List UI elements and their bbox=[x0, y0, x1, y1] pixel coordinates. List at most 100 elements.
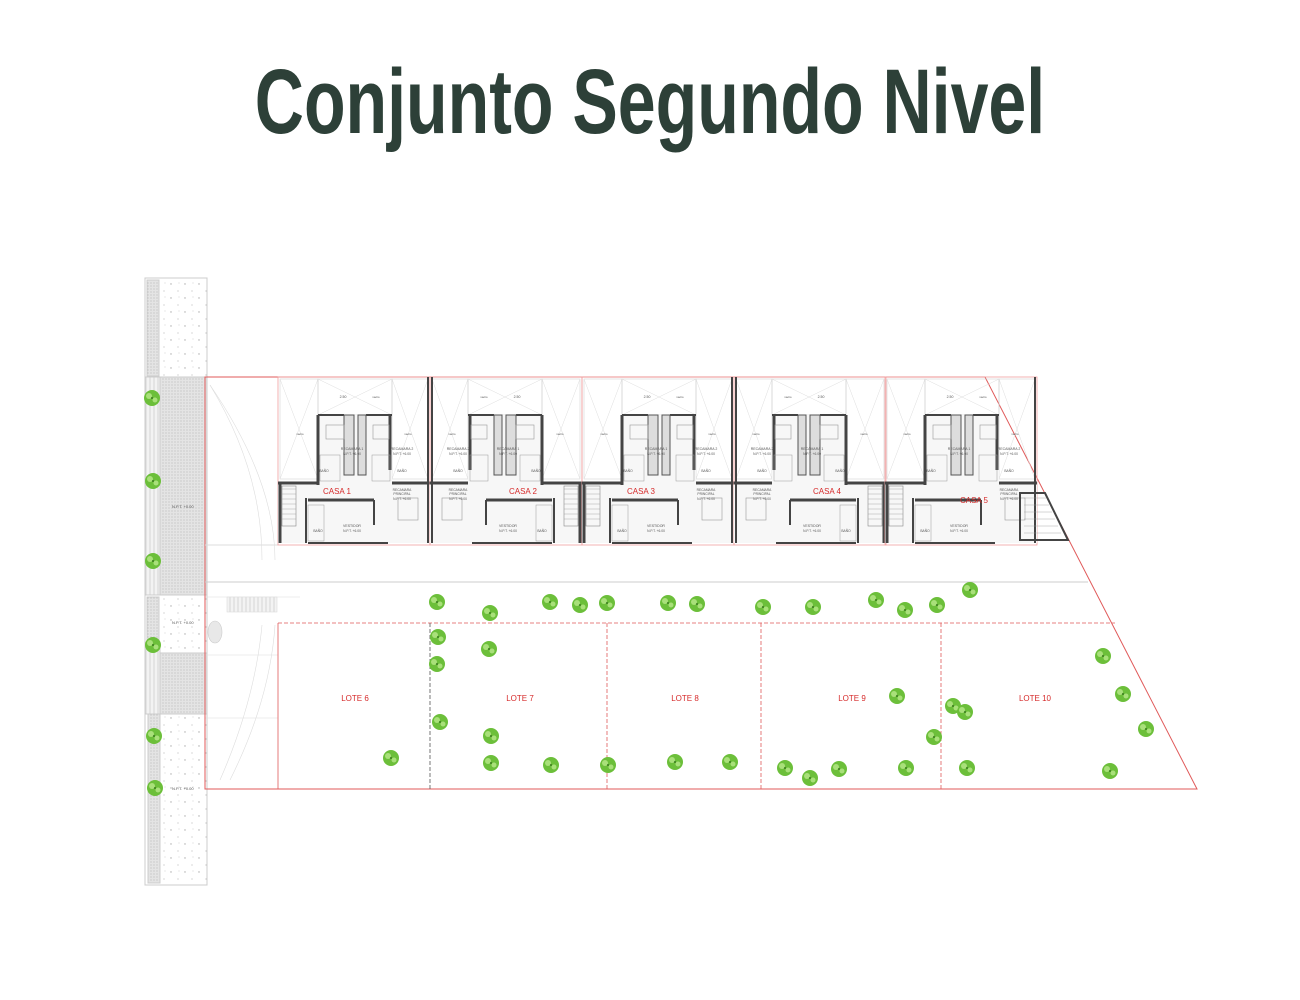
tree-highlight bbox=[153, 644, 159, 650]
upper-floor bbox=[318, 415, 392, 485]
bathroom bbox=[371, 454, 391, 482]
tree-highlight bbox=[1103, 655, 1109, 661]
tree-icon bbox=[145, 473, 161, 489]
lot-label-9: LOTE 9 bbox=[838, 694, 866, 703]
tree-highlight bbox=[785, 767, 791, 773]
void-cross bbox=[317, 378, 393, 416]
stair bbox=[343, 414, 355, 476]
tree-trunk bbox=[904, 609, 906, 611]
room-label: BAÑO bbox=[701, 468, 711, 473]
tree-trunk bbox=[439, 721, 441, 723]
tree-highlight bbox=[440, 721, 446, 727]
tree-trunk bbox=[809, 777, 811, 779]
bed bbox=[397, 497, 419, 521]
tree-highlight bbox=[434, 717, 440, 723]
tree-highlight bbox=[934, 736, 940, 742]
void-cross bbox=[541, 378, 581, 480]
lot-label-6: LOTE 6 bbox=[341, 694, 369, 703]
level-label: N.P.T. +6.00 bbox=[449, 497, 467, 501]
tree-icon bbox=[755, 599, 771, 615]
level-label: N.P.T. +6.00 bbox=[950, 452, 968, 456]
trees bbox=[144, 390, 1154, 796]
bed bbox=[979, 424, 997, 440]
tree-trunk bbox=[436, 601, 438, 603]
house-label: CASA 2 bbox=[509, 487, 538, 496]
level-label: N.P.T. +6.00 bbox=[950, 529, 968, 533]
tree-highlight bbox=[900, 763, 906, 769]
lot-label-10: LOTE 10 bbox=[1019, 694, 1052, 703]
tree-trunk bbox=[729, 761, 731, 763]
tree-highlight bbox=[662, 598, 668, 604]
level-label: N.P.T. +6.00 bbox=[753, 497, 771, 501]
tree-highlight bbox=[757, 602, 763, 608]
tree-highlight bbox=[491, 762, 497, 768]
tree-trunk bbox=[1122, 693, 1124, 695]
room-label: BAÑO bbox=[313, 528, 323, 533]
bed bbox=[515, 424, 535, 440]
upper-floor bbox=[622, 415, 696, 485]
tree-icon bbox=[599, 595, 615, 611]
tree-highlight bbox=[152, 397, 158, 403]
bathroom bbox=[307, 504, 325, 542]
stair bbox=[585, 485, 601, 527]
tree-highlight bbox=[485, 758, 491, 764]
tree-icon bbox=[722, 754, 738, 770]
tree-highlight bbox=[965, 711, 971, 717]
level-label: N.P.T. +6.00 bbox=[449, 452, 467, 456]
tree-icon bbox=[689, 596, 705, 612]
void-label: vacío bbox=[372, 395, 380, 399]
house-lot-outline bbox=[733, 376, 887, 546]
room-label: PRINCIPAL bbox=[393, 492, 410, 496]
bathroom bbox=[839, 504, 857, 542]
upper-floor bbox=[772, 415, 846, 485]
room-label: RECAMARA 2 bbox=[447, 447, 470, 451]
tree-highlight bbox=[1140, 724, 1146, 730]
void-cross bbox=[279, 378, 319, 480]
stair bbox=[867, 485, 883, 527]
room-label: PRINCIPAL bbox=[753, 492, 770, 496]
tree-trunk bbox=[762, 606, 764, 608]
tree-trunk bbox=[437, 636, 439, 638]
tree-trunk bbox=[667, 602, 669, 604]
tree-trunk bbox=[607, 764, 609, 766]
level-label: N.P.T. +6.00 bbox=[697, 497, 715, 501]
room-label: RECAMARA bbox=[753, 488, 772, 492]
tree-icon bbox=[898, 760, 914, 776]
tree-highlight bbox=[545, 760, 551, 766]
stair-triangle bbox=[1019, 492, 1070, 541]
void-label: vacío bbox=[1011, 432, 1019, 436]
room-label: BAÑO bbox=[920, 528, 930, 533]
tree-highlight bbox=[149, 783, 155, 789]
tree-trunk bbox=[152, 560, 154, 562]
bed bbox=[629, 424, 649, 440]
dimension-label: 2.50 bbox=[818, 395, 825, 399]
tree-highlight bbox=[146, 393, 152, 399]
room-label: BAÑO bbox=[319, 468, 329, 473]
tree-trunk bbox=[550, 764, 552, 766]
room-label: BAÑO bbox=[623, 468, 633, 473]
tree-highlight bbox=[385, 753, 391, 759]
tree-icon bbox=[945, 698, 961, 714]
tree-trunk bbox=[1109, 770, 1111, 772]
tree-highlight bbox=[839, 768, 845, 774]
tree-highlight bbox=[437, 601, 443, 607]
room-label: VESTIDOR bbox=[803, 524, 821, 528]
tree-highlight bbox=[779, 763, 785, 769]
tree-icon bbox=[147, 780, 163, 796]
bathroom bbox=[914, 504, 932, 542]
tree-highlight bbox=[1123, 693, 1129, 699]
tree-icon bbox=[1102, 763, 1118, 779]
tree-icon bbox=[889, 688, 905, 704]
tree-icon bbox=[543, 757, 559, 773]
room-label: RECAMARA 1 bbox=[645, 447, 668, 451]
void-cross bbox=[695, 378, 733, 480]
tree-highlight bbox=[906, 767, 912, 773]
room-label: RECAMARA 1 bbox=[801, 447, 824, 451]
tree-highlight bbox=[669, 757, 675, 763]
tree-highlight bbox=[550, 601, 556, 607]
level-label: N.P.T. +6.00 bbox=[647, 452, 665, 456]
tree-highlight bbox=[730, 761, 736, 767]
upper-floor bbox=[468, 415, 542, 485]
